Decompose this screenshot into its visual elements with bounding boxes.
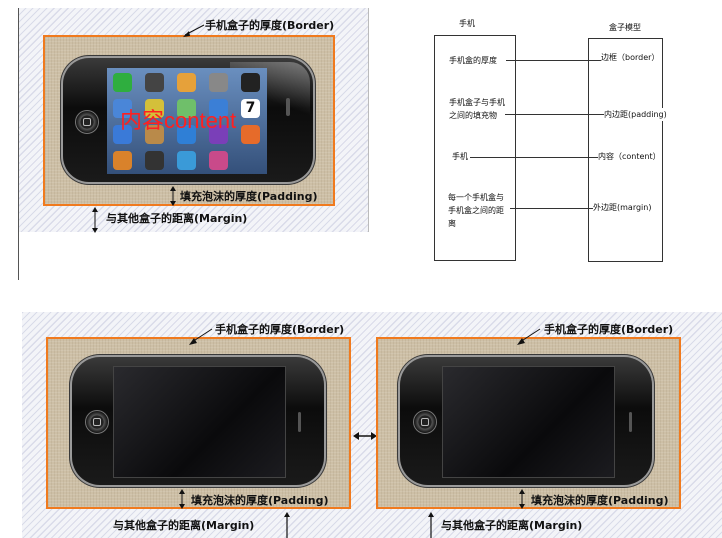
stocks-app-icon xyxy=(145,151,164,170)
bottom-left-padding-label: 填充泡沫的厚度(Padding) xyxy=(191,494,329,507)
bottom-right-border-arrow xyxy=(517,328,541,345)
phone-app-icon xyxy=(113,73,132,92)
top-content-label: 内容content xyxy=(120,108,237,133)
top-border-arrow xyxy=(183,24,205,37)
top-margin-arrow xyxy=(92,207,98,233)
table-row4-right: 外边距(margin) xyxy=(593,201,652,214)
top-padding-label: 填充泡沫的厚度(Padding) xyxy=(180,190,318,203)
bottom-right-phone-screen xyxy=(442,366,615,478)
table-right-header: 盒子模型 xyxy=(609,23,641,32)
table-row1-left: 手机盒的厚度 xyxy=(449,54,499,67)
row3-connector xyxy=(470,157,598,158)
row2-connector xyxy=(505,114,605,115)
calculator-app-icon xyxy=(113,151,132,170)
top-padding-arrow xyxy=(170,186,176,206)
bottom-left-phone-screen xyxy=(113,366,286,478)
bottom-left-phone-speaker xyxy=(298,412,301,432)
safari-app-icon xyxy=(177,151,196,170)
bottom-right-phone-home-button xyxy=(413,410,437,434)
settings-app-icon xyxy=(209,73,228,92)
top-left-guide-line xyxy=(18,8,19,280)
top-border-label: 手机盒子的厚度(Border) xyxy=(205,19,335,32)
bottom-right-padding-label: 填充泡沫的厚度(Padding) xyxy=(531,494,669,507)
gamecenter-app-icon xyxy=(209,151,228,170)
bottom-left-border-arrow xyxy=(189,328,213,345)
bottom-right-phone-speaker xyxy=(629,412,632,432)
table-row3-right: 内容（content） xyxy=(598,150,661,163)
contacts-app-icon xyxy=(145,125,164,144)
bottom-margin-label-left: 与其他盒子的距离(Margin) xyxy=(113,519,255,532)
appstore-app-icon xyxy=(177,125,196,144)
top-phone-screen: 7 xyxy=(107,68,267,174)
row1-connector xyxy=(506,60,602,61)
table-row2-left: 手机盒子与手机 之间的填充物 xyxy=(449,96,505,122)
itunes-app-icon xyxy=(209,125,228,144)
videos-app-icon xyxy=(113,99,132,118)
weather-app-icon xyxy=(209,99,228,118)
mail-app-icon xyxy=(113,125,132,144)
bottom-right-border-label: 手机盒子的厚度(Border) xyxy=(544,323,674,336)
table-row4-left: 每一个手机盒与 手机盒之间的距 离 xyxy=(448,191,504,230)
bottom-margin-label-right: 与其他盒子的距离(Margin) xyxy=(441,519,583,532)
calendar-app-icon: 7 xyxy=(241,99,260,118)
notes-app-icon xyxy=(145,99,164,118)
table-row3-left: 手机 xyxy=(452,150,470,163)
top-phone-home-button xyxy=(75,110,99,134)
between-boxes-arrow xyxy=(353,432,377,440)
bottom-left-phone-home-button xyxy=(85,410,109,434)
bottom-margin-arrow-left xyxy=(284,512,290,538)
table-left-header: 手机 xyxy=(459,19,475,28)
bottom-margin-arrow-right xyxy=(428,512,434,538)
maps-app-icon xyxy=(177,99,196,118)
calendar-date: 7 xyxy=(245,100,256,116)
music-app-icon xyxy=(241,125,260,144)
row4-connector xyxy=(510,208,595,209)
top-margin-label: 与其他盒子的距离(Margin) xyxy=(106,212,248,225)
table-row2-right: 内边距(padding) xyxy=(604,108,667,121)
bottom-left-border-label: 手机盒子的厚度(Border) xyxy=(215,323,345,336)
photos-app-icon xyxy=(177,73,196,92)
bottom-right-padding-arrow xyxy=(519,489,525,509)
camera-app-icon xyxy=(145,73,164,92)
top-phone-speaker xyxy=(286,98,290,116)
table-row1-right: 边框（border） xyxy=(601,51,660,64)
clock-app-icon xyxy=(241,73,260,92)
bottom-left-padding-arrow xyxy=(179,489,185,509)
